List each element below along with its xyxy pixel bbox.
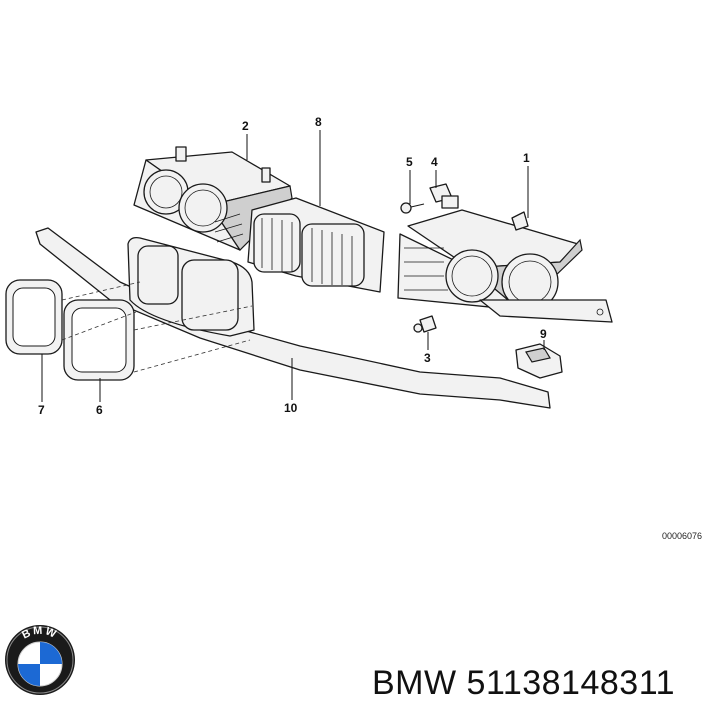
callout-9: 9 [540,327,547,341]
grille-surround-large [63,299,135,381]
callout-10: 10 [284,401,298,415]
callout-4: 4 [431,155,438,169]
callout-1: 1 [523,151,530,165]
bracket-part [429,183,459,209]
headlight-housing-right [397,209,613,323]
callout-6: 6 [96,403,103,417]
callout-3: 3 [424,351,431,365]
callout-7: 7 [38,403,45,417]
callout-8: 8 [315,115,322,129]
part-caption: BMW 51138148311 [372,664,675,702]
screw-part [400,202,425,214]
mounting-piece [515,343,563,379]
clip-part [413,315,437,333]
bmw-logo: BMW [5,625,75,695]
reference-code: 00006076 [662,531,702,541]
grille-surround-small [5,279,63,355]
svg-text:BMW: BMW [20,625,59,642]
lower-trim-panel [35,227,551,409]
callout-2: 2 [242,119,249,133]
callout-5: 5 [406,155,413,169]
kidney-grille-insert [247,197,385,293]
